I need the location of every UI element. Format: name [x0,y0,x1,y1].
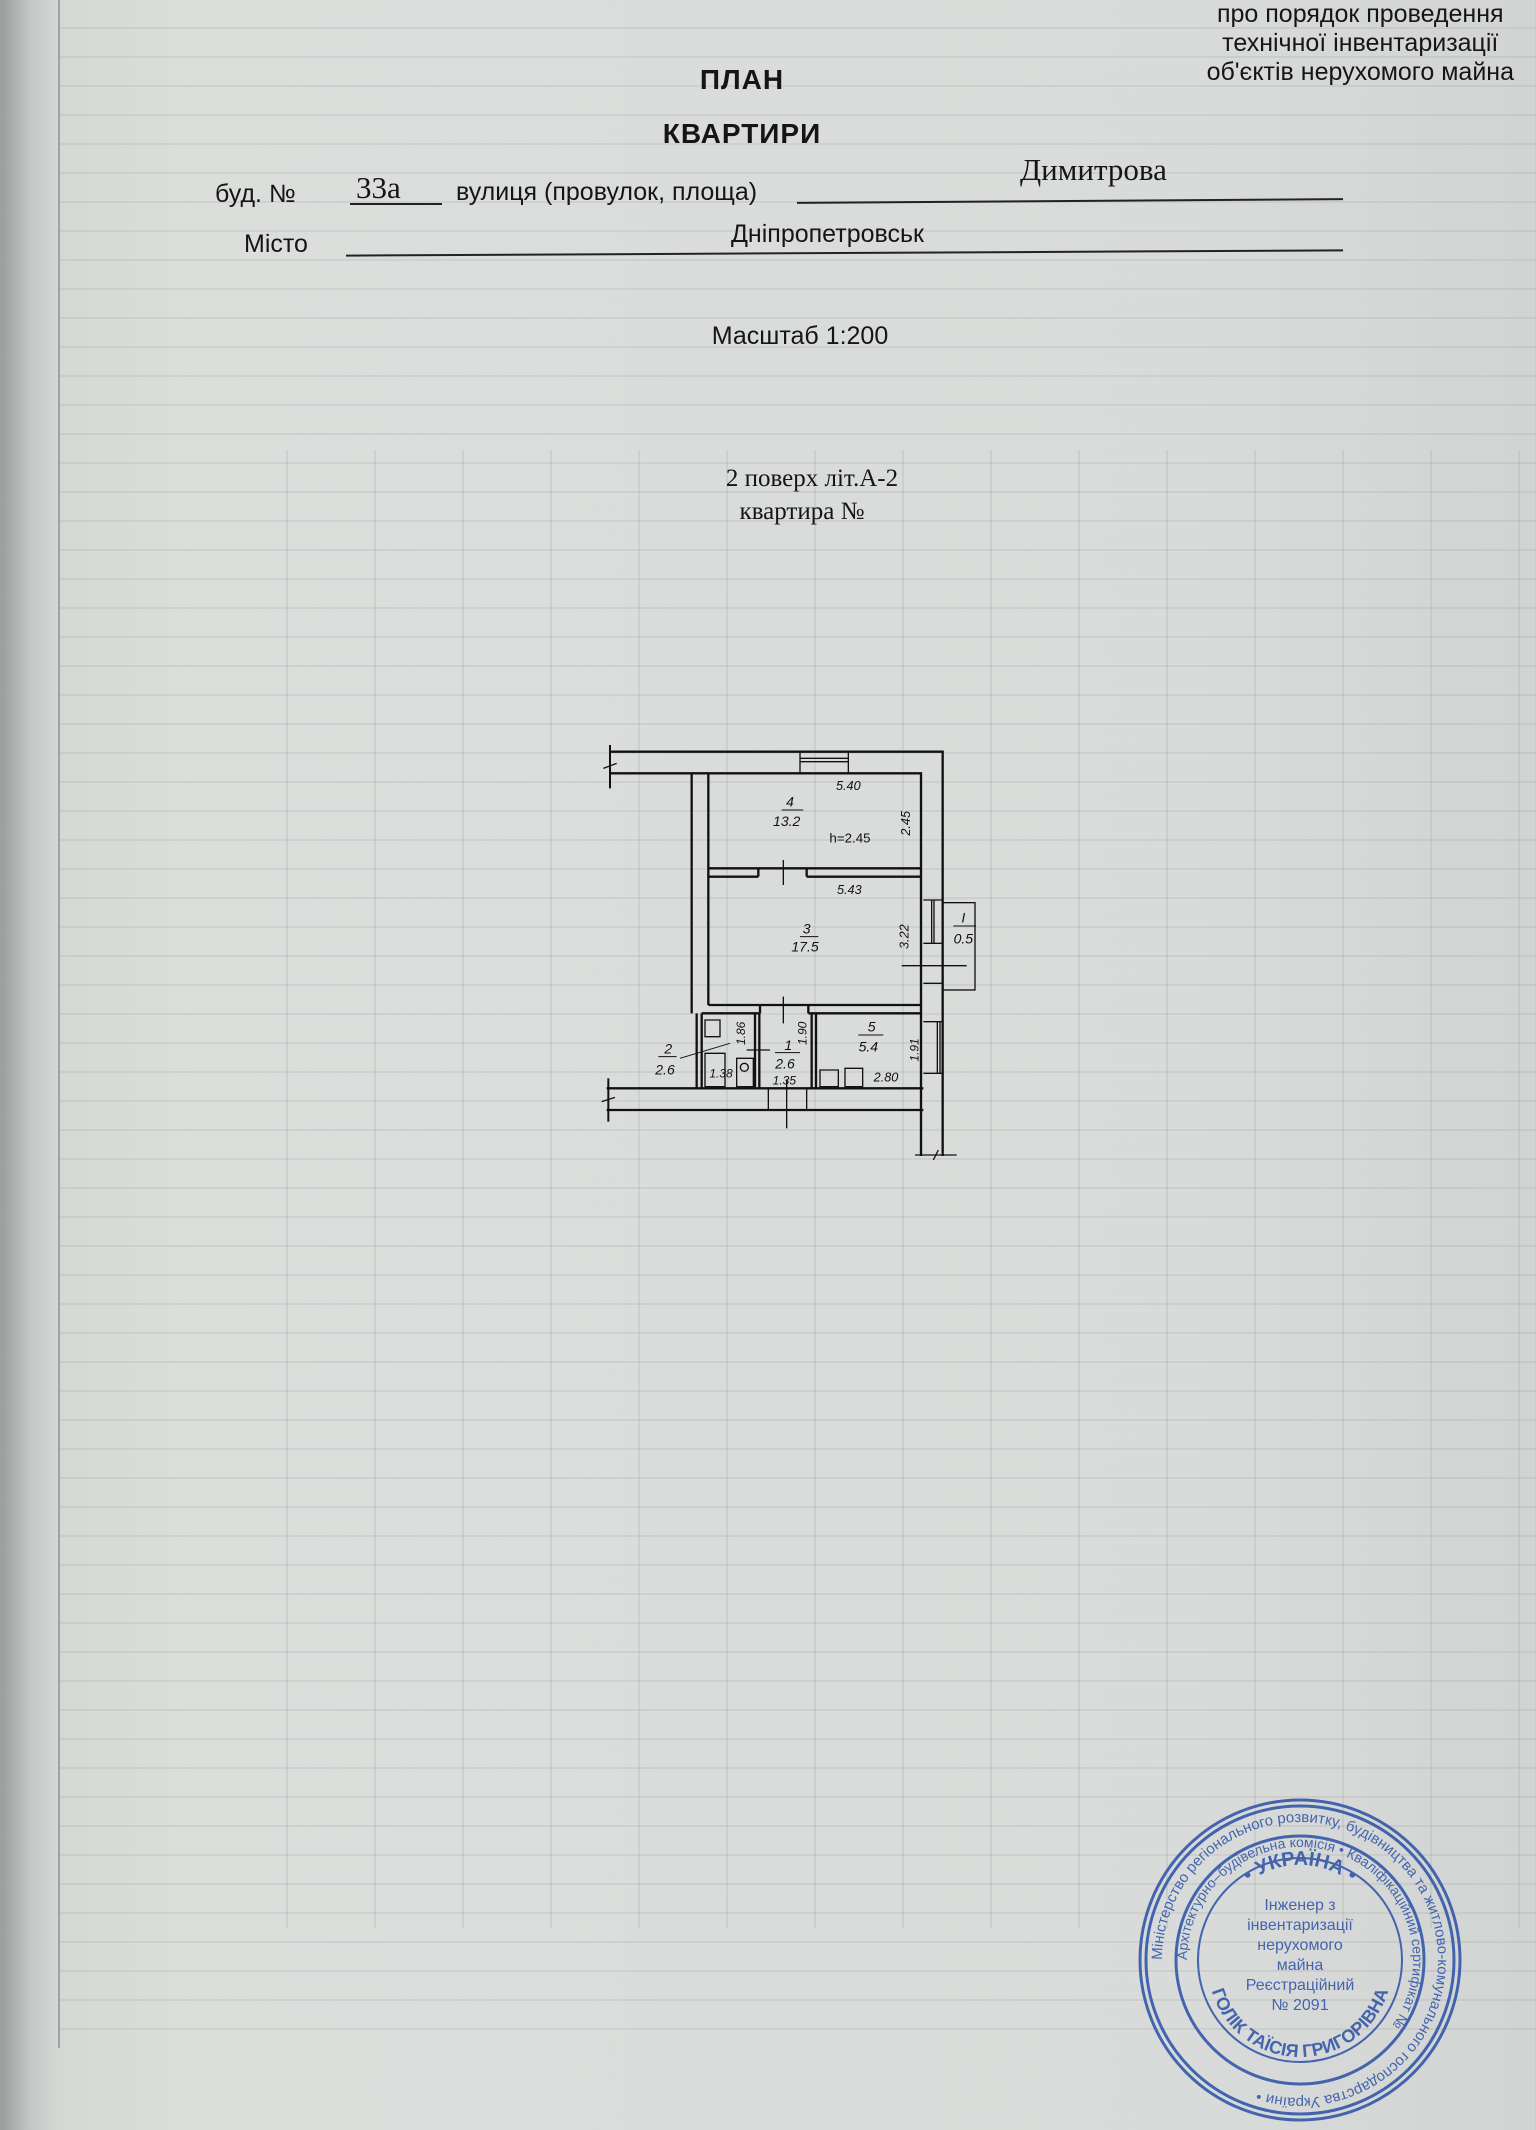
dim-wc-width: 1.35 [773,1073,797,1087]
stamp-center-line: майна [1277,1957,1324,1974]
city-label: Місто [244,230,308,258]
floor-label: 2 поверх літ.А-2 [725,465,899,492]
room-2-number: 2 [663,1040,672,1056]
street-label: вулиця (провулок, площа) [456,178,758,206]
building-number: 33а [356,170,401,205]
scale-label: Масштаб 1:200 [711,322,889,350]
dim-room3-width: 5.43 [837,883,862,897]
binding-edge [58,0,60,2048]
stamp-center-line: Інженер з [1264,1897,1335,1914]
page-subtitle: КВАРТИРИ [662,118,822,149]
dim-bath-width: 1.38 [709,1066,733,1080]
balcony-area: 0.5 [954,930,974,946]
balcony-number: I [961,910,965,926]
dim-kitchen-width: 2.80 [873,1071,899,1085]
room-5-number: 5 [868,1019,876,1035]
balcony [941,901,976,991]
window-right-2 [923,1021,943,1074]
bath-fixtures [704,1019,864,1088]
left-wall [690,773,710,1089]
window-right-1 [923,899,943,944]
stamp-center-line: Реєстраційний [1246,1977,1355,1994]
room-4-number: 4 [786,794,794,810]
room-3-number: 3 [803,920,811,936]
room-1-area: 2.6 [774,1055,795,1071]
bottom-wall [606,1087,924,1112]
window-bottom [767,1088,808,1110]
room-2-area: 2.6 [654,1061,675,1077]
stamp-center-line: № 2091 [1271,1997,1328,2014]
dim-bath-height: 1.86 [734,1021,748,1045]
room-5-area: 5.4 [859,1039,879,1055]
tick-marks [601,762,967,1161]
partition-3-bottom [701,1003,922,1015]
partition-wc-kitchen [810,1013,818,1089]
header-note: про порядок проведення технічної інвента… [1207,0,1514,87]
building-label: буд. № [215,180,296,208]
dim-wc-height: 1.90 [796,1021,810,1045]
floor-plan: 4 13.2 3 17.5 2 2.6 1 2.6 5 5.4 I 0.5 5.… [601,745,976,1161]
left-wall-ends [607,745,611,1122]
header-note-line: технічної інвентаризації [1222,29,1499,57]
apartment-label: квартира № [739,498,865,525]
toilet-icon [739,1062,749,1072]
window-top [799,751,849,774]
street-value: Димитрова [1020,152,1167,187]
room-4-area: 13.2 [773,813,800,829]
dim-room3-height: 3.22 [897,924,911,949]
outer-wall-top [610,750,944,1156]
room-2-leader [679,1042,731,1059]
city-underline [346,249,1343,257]
street-underline [797,198,1343,204]
building-underline [350,203,442,205]
stamp-center-line: нерухомого [1257,1937,1343,1954]
page-title: ПЛАН [699,64,785,95]
room-1-number: 1 [784,1037,792,1053]
header-note-line: об'єктів нерухомого майна [1206,58,1514,86]
stamp-center-line: інвентаризації [1247,1917,1353,1934]
partition-bath-wc [753,1013,761,1089]
ghost-form-columns [200,450,1536,1928]
header-note-line: про порядок проведення [1216,0,1504,28]
dim-kitchen-height: 1.91 [907,1038,921,1061]
partition-4-3 [708,867,920,878]
dim-room4-height: 2.45 [899,810,913,837]
fraction-bars [658,809,976,1058]
ceiling-height: h=2.45 [829,831,870,846]
city-value: Дніпропетровськ [731,220,924,248]
dim-room4-width: 5.40 [836,779,861,793]
room-3-area: 17.5 [791,939,818,955]
engineer-stamp: Міністерство регіонального розвитку, буд… [1138,1798,1462,2122]
